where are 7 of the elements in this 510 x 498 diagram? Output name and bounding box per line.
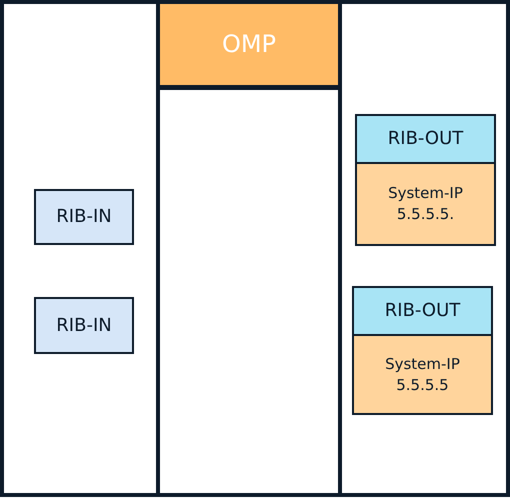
entry-box: System-IP 5.5.5.5	[352, 334, 493, 415]
table-box: RIB-IN	[34, 297, 134, 354]
header-bar: OMP	[160, 4, 338, 90]
table-header: RIB-OUT	[355, 114, 496, 164]
table-header: RIB-OUT	[352, 286, 493, 336]
table-box: RIB-IN	[34, 189, 134, 245]
entry-box: System-IP 5.5.5.5.	[355, 162, 496, 246]
